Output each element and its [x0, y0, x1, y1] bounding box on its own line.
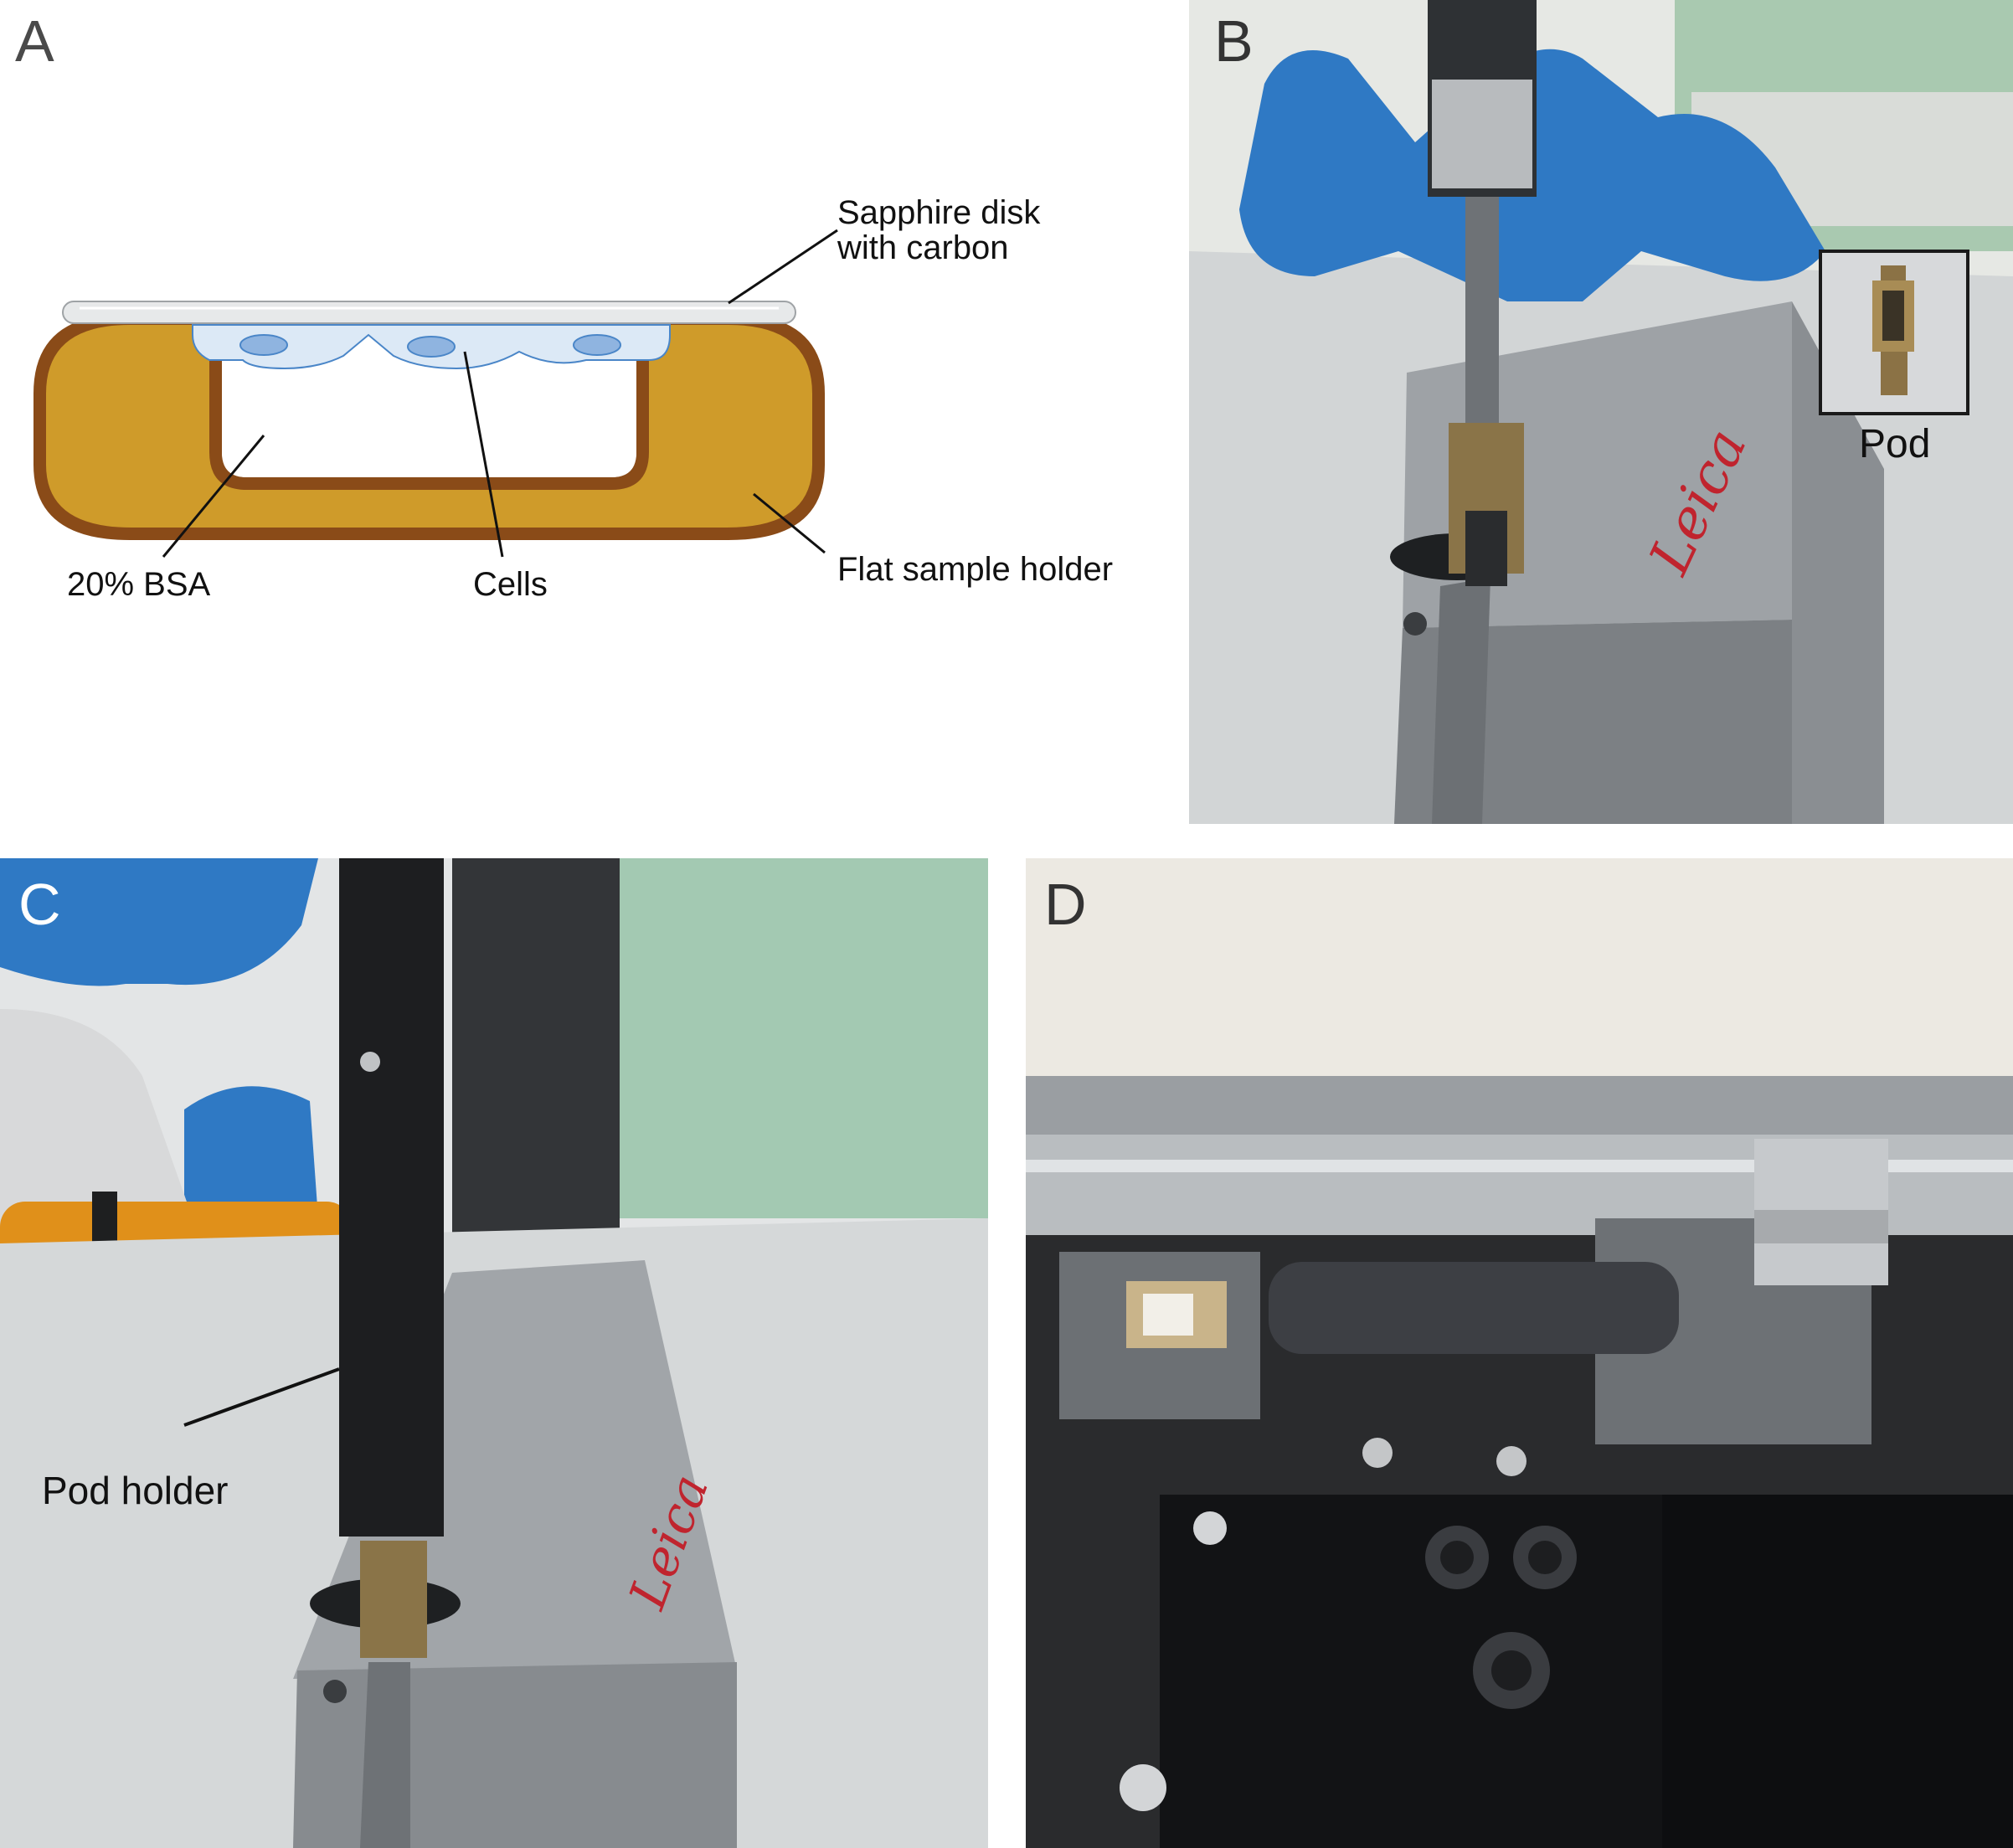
cell-nucleus-2: [407, 336, 456, 358]
panel-d-photo: D: [1026, 858, 2013, 1848]
panel-b-photo: Leica B Pod: [1189, 0, 2013, 824]
cell-nucleus-1: [239, 334, 288, 356]
pod-inset: [1819, 250, 1969, 415]
label-sapphire-line2: with carbon: [837, 229, 1009, 266]
carbon-rod: [1269, 1262, 1679, 1354]
holder-body: [46, 325, 812, 528]
sapphire-disk: [62, 301, 796, 324]
label-cells: Cells: [473, 566, 548, 603]
label-pod-holder: Pod holder: [42, 1469, 229, 1512]
leader-cells: [463, 351, 504, 558]
panel-letter-c: C: [18, 872, 61, 937]
holder-rim: [33, 314, 825, 540]
photo-c-scene: Leica: [0, 858, 988, 1848]
label-flat-sample-holder: Flat sample holder: [837, 551, 1114, 588]
metal-block-front-c: [293, 1662, 737, 1848]
leader-sapphire: [728, 229, 838, 305]
panel-letter-a: A: [15, 8, 54, 74]
pod-holder-rod-c: [339, 858, 444, 1537]
label-bsa: 20% BSA: [67, 566, 211, 603]
panel-c-photo: Leica C Pod holder: [0, 858, 988, 1848]
photo-d-scene: [1026, 858, 2013, 1848]
sample-holder-diagram: [33, 229, 838, 558]
pod-c: [360, 1541, 427, 1658]
leader-holder: [753, 492, 826, 554]
panel-letter-b: B: [1214, 8, 1254, 74]
glove-c: [0, 858, 318, 986]
cell-nucleus-3: [573, 334, 621, 356]
leader-pod-holder: [183, 1367, 340, 1427]
leader-bsa: [162, 435, 265, 558]
panel-letter-d: D: [1044, 872, 1087, 937]
label-pod: Pod: [1859, 422, 1931, 466]
holder-well: [222, 335, 636, 477]
label-sapphire-line1: Sapphire disk: [837, 194, 1041, 231]
panel-a: A Sapphire disk with carbon 20% BSA Cell…: [0, 0, 1189, 837]
metal-block-front: [1394, 620, 1792, 824]
pod-inset-image: [1872, 265, 1914, 395]
